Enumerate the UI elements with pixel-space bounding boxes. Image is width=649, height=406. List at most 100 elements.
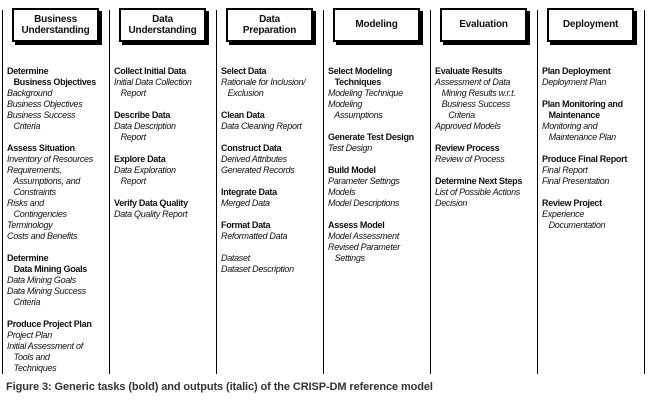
output-labels: Assessment of Data Mining Results w.r.t.…: [435, 77, 516, 131]
task-label: Plan Deployment: [542, 66, 611, 76]
output-labels: Initial Data Collection Report: [114, 77, 192, 98]
task-label: Produce Final Report: [542, 154, 628, 164]
output-labels: Project Plan Initial Assessment of Tools…: [7, 330, 83, 373]
output-labels: Model Assessment Revised Parameter Setti…: [328, 231, 400, 263]
phase-title: Modeling: [355, 19, 398, 31]
phase-title: Business Understanding: [21, 13, 90, 37]
task-label: Assess Situation: [7, 143, 75, 153]
task-label: Determine Business Objectives: [7, 66, 96, 87]
task-label: Determine Next Steps: [435, 176, 523, 186]
task-label: Generate Test Design: [328, 132, 414, 142]
task-label: Select Modeling Techniques: [328, 66, 393, 87]
phase-title: Deployment: [562, 19, 619, 31]
phase-header-box: Business Understanding: [12, 8, 99, 42]
output-labels: Derived Attributes Generated Records: [221, 154, 295, 175]
phase-title: Data Preparation: [242, 13, 297, 37]
output-labels: Review of Process: [435, 154, 505, 164]
output-labels: Final Report Final Presentation: [542, 165, 610, 186]
output-labels: Data Exploration Report: [114, 165, 176, 186]
task-label: Integrate Data: [221, 187, 277, 197]
task-label: Format Data: [221, 220, 271, 230]
task-label: Plan Monitoring and Maintenance: [542, 99, 623, 120]
output-labels: Modeling Technique Modeling Assumptions: [328, 88, 403, 120]
task-label: Assess Model: [328, 220, 385, 230]
phase-header-box: Data Preparation: [226, 8, 313, 42]
output-labels: Background Business Objectives Business …: [7, 88, 83, 131]
task-label: Build Model: [328, 165, 376, 175]
output-labels: Deployment Plan: [542, 77, 607, 87]
phase-header-box: Evaluation: [440, 8, 527, 42]
output-labels: Parameter Settings Models Model Descript…: [328, 176, 400, 208]
phase-header-box: Modeling: [333, 8, 420, 42]
task-label: Describe Data: [114, 110, 171, 120]
phase-title: Data Understanding: [128, 13, 197, 37]
phase-header-box: Data Understanding: [119, 8, 206, 42]
task-label: Select Data: [221, 66, 267, 76]
task-label: Collect Initial Data: [114, 66, 187, 76]
task-group: Dataset Dataset Description: [221, 253, 322, 275]
output-labels: Dataset Dataset Description: [221, 253, 294, 274]
output-labels: Experience Documentation: [542, 209, 606, 230]
task-label: Produce Project Plan: [7, 319, 92, 329]
task-label: Verify Data Quality: [114, 198, 188, 208]
task-label: Explore Data: [114, 154, 166, 164]
output-labels: Test Design: [328, 143, 372, 153]
output-labels: Data Quality Report: [114, 209, 188, 219]
phase-header-box: Deployment: [547, 8, 634, 42]
task-label: Clean Data: [221, 110, 265, 120]
task-label: Review Process: [435, 143, 500, 153]
output-labels: Rationale for Inclusion/ Exclusion: [221, 77, 306, 98]
output-labels: Inventory of Resources Requirements, Ass…: [7, 154, 93, 241]
output-labels: Data Cleaning Report: [221, 121, 302, 131]
output-labels: Monitoring and Maintenance Plan: [542, 121, 616, 142]
task-label: Determine Data Mining Goals: [7, 253, 88, 274]
output-labels: Merged Data: [221, 198, 270, 208]
output-labels: Data Description Report: [114, 121, 176, 142]
phase-title: Evaluation: [459, 19, 508, 31]
task-label: Evaluate Results: [435, 66, 503, 76]
output-labels: List of Possible Actions Decision: [435, 187, 521, 208]
output-labels: Reformatted Data: [221, 231, 288, 241]
task-label: Construct Data: [221, 143, 282, 153]
figure-caption: Figure 3: Generic tasks (bold) and outpu…: [6, 381, 433, 393]
task-label: Review Project: [542, 198, 602, 208]
output-labels: Data Mining Goals Data Mining Success Cr…: [7, 275, 86, 307]
